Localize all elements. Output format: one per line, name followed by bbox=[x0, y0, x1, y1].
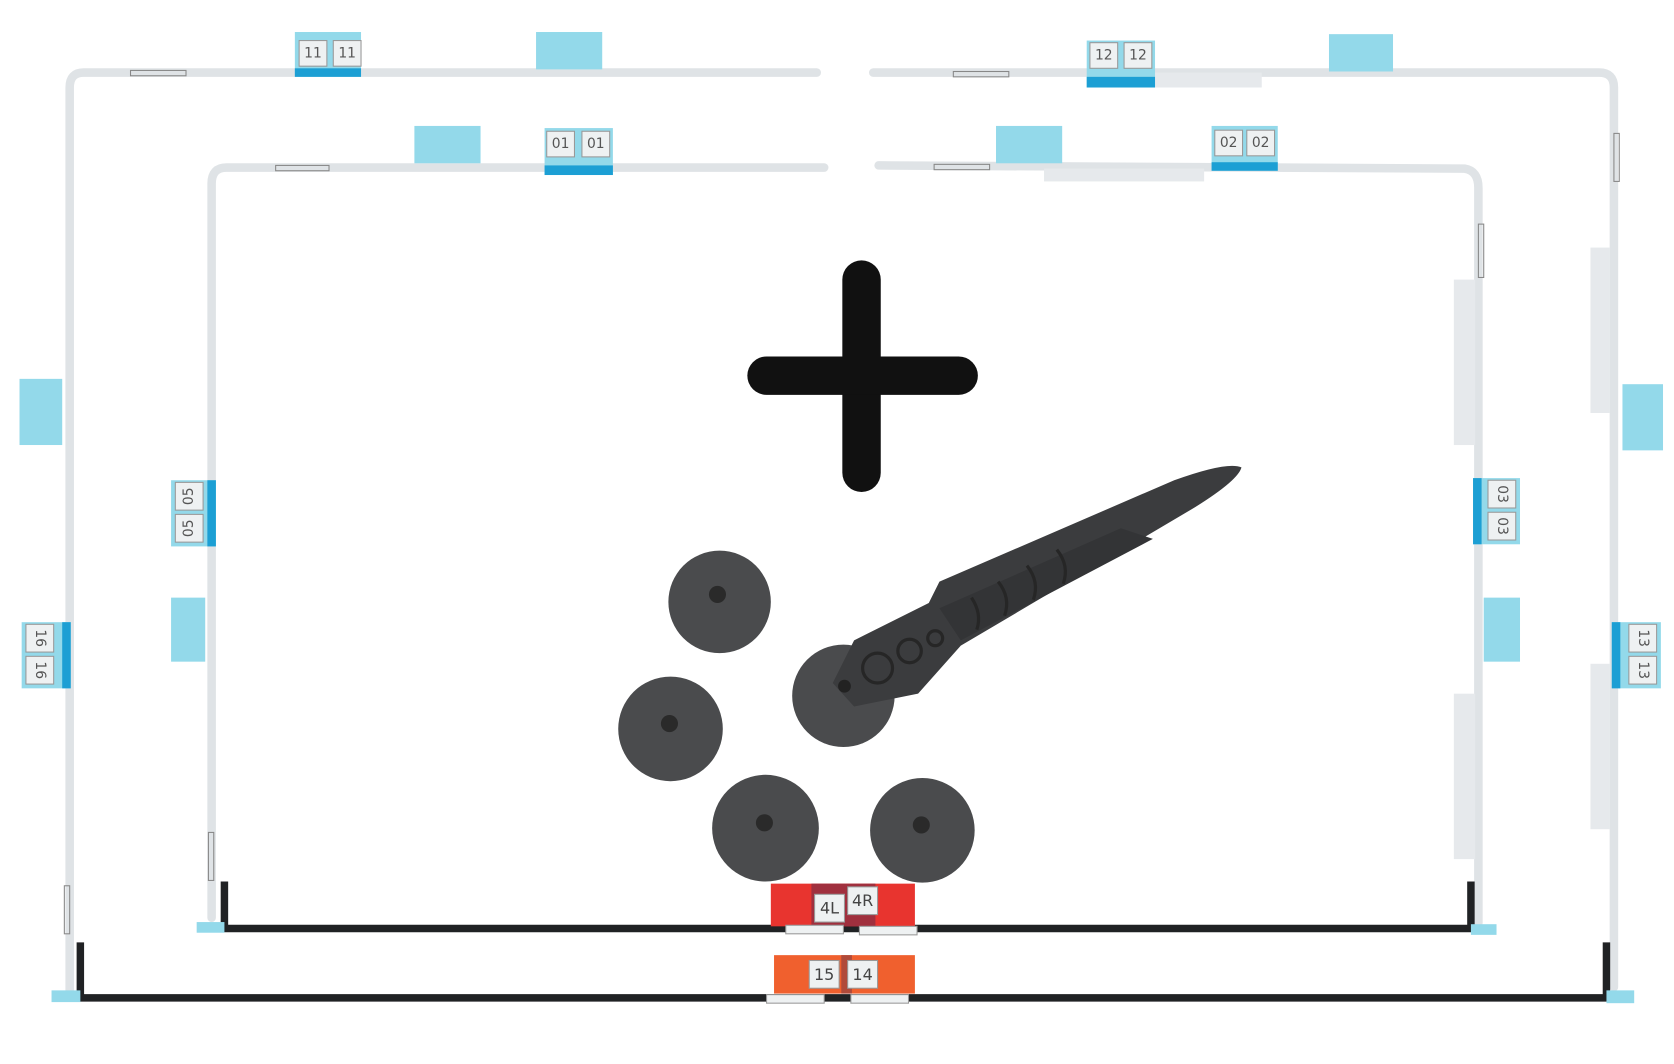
wheel bbox=[618, 676, 723, 782]
corner-tabs bbox=[51, 922, 1635, 1004]
label-12: 12 bbox=[1095, 47, 1113, 63]
outer-top-right-strip bbox=[869, 68, 1619, 992]
label-05: 05 bbox=[181, 519, 197, 537]
outer-bottom-strip bbox=[76, 942, 1611, 1002]
red-tabs: 4L 4R 15 14 bbox=[766, 883, 918, 1004]
label-4r: 4R bbox=[852, 891, 873, 910]
label-01: 01 bbox=[587, 136, 605, 152]
label-01: 01 bbox=[552, 136, 570, 152]
strip-backing bbox=[1044, 72, 1610, 860]
label-12: 12 bbox=[1129, 47, 1147, 63]
part-number-boxes bbox=[63, 69, 1620, 935]
label-15: 15 bbox=[814, 965, 834, 984]
label-02: 02 bbox=[1252, 135, 1270, 151]
wheel bbox=[712, 774, 819, 882]
label-16: 16 bbox=[32, 629, 48, 647]
wheel bbox=[870, 777, 975, 883]
tab-labels: 11 11 12 12 01 01 02 02 05 05 16 16 03 0… bbox=[25, 40, 1658, 685]
label-02: 02 bbox=[1220, 135, 1238, 151]
inner-top-right-strip bbox=[874, 161, 1483, 928]
label-11: 11 bbox=[304, 45, 322, 61]
pry-tool bbox=[832, 465, 1242, 707]
label-03: 03 bbox=[1494, 517, 1510, 535]
label-03: 03 bbox=[1494, 485, 1510, 503]
inner-bottom-strip bbox=[220, 881, 1475, 933]
label-05: 05 bbox=[181, 487, 197, 505]
inner-top-left-strip bbox=[207, 163, 829, 923]
opening-wheels bbox=[618, 550, 975, 883]
label-13: 13 bbox=[1635, 661, 1651, 679]
label-14: 14 bbox=[852, 965, 872, 984]
plus-icon bbox=[747, 260, 978, 492]
black-bottom-strips bbox=[76, 881, 1611, 1002]
frame-strips bbox=[65, 68, 1619, 997]
label-16: 16 bbox=[32, 661, 48, 679]
label-4l: 4L bbox=[820, 899, 839, 918]
label-11: 11 bbox=[338, 45, 356, 61]
label-13: 13 bbox=[1635, 629, 1651, 647]
wheel bbox=[668, 550, 771, 654]
outer-top-left-strip bbox=[65, 68, 821, 997]
